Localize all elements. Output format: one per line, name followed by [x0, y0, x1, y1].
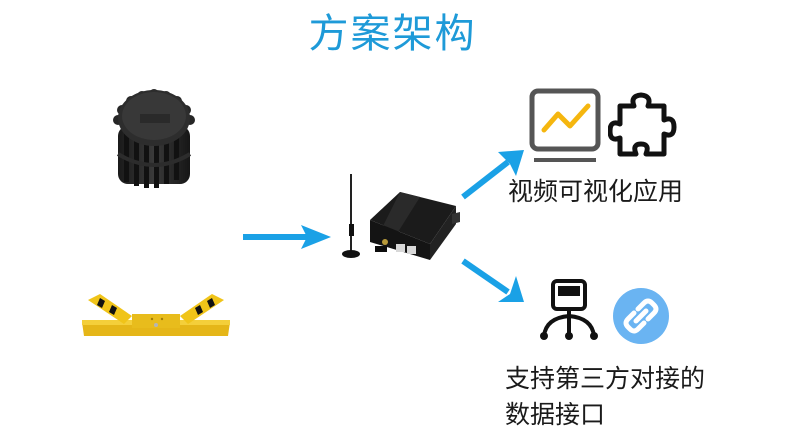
sensor-device-icon	[104, 84, 204, 190]
diagram-title: 方案架构	[308, 11, 477, 57]
arrow-to-visualization-icon	[460, 150, 524, 200]
arrow-to-api-icon	[460, 258, 524, 304]
monitor-chart-icon	[528, 88, 604, 164]
parking-barrier-icon	[80, 292, 232, 340]
api-label-line2: 数据接口	[505, 400, 606, 429]
api-label-line1: 支持第三方对接的	[505, 364, 706, 393]
puzzle-piece-icon	[608, 92, 678, 160]
api-interface-icon	[538, 278, 600, 342]
input-arrow-icon	[243, 224, 331, 250]
visualization-label: 视频可视化应用	[508, 177, 684, 206]
link-icon	[612, 287, 670, 345]
gateway-router-icon	[340, 172, 460, 268]
